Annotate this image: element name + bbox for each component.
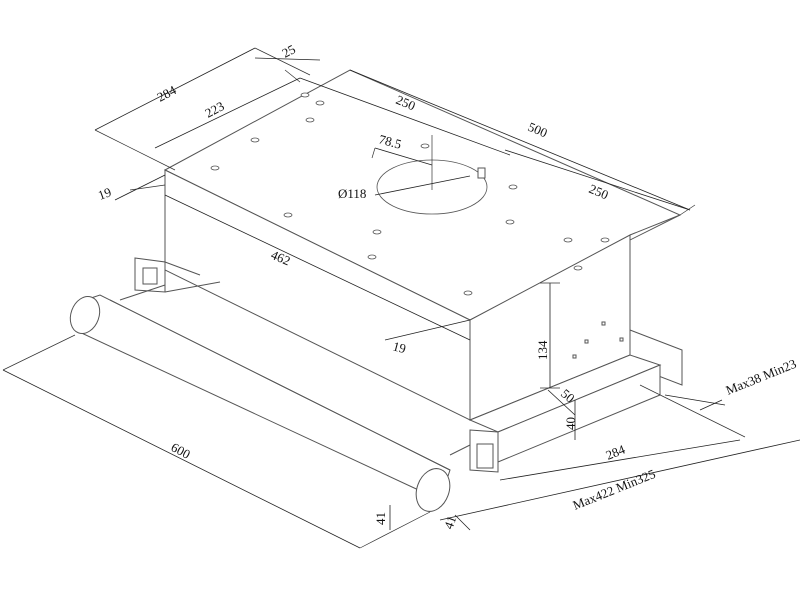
mounting-hole [305, 117, 315, 123]
dim-19-bottom: 19 [391, 338, 407, 356]
dim-134: 134 [535, 340, 550, 360]
mounting-hole [372, 229, 382, 235]
dim-19-left: 19 [96, 184, 113, 203]
mounting-hole [250, 137, 260, 143]
mounting-hole [300, 92, 310, 98]
dim-25: 25 [279, 41, 298, 60]
visor-right-cap [415, 468, 451, 512]
mounting-hole [573, 265, 583, 271]
mounting-holes [210, 92, 610, 296]
duct-clip [477, 167, 486, 179]
control-panel [476, 443, 494, 469]
right-side-bracket [468, 329, 683, 473]
dim-500: 500 [526, 119, 550, 140]
mounting-hole [463, 290, 473, 296]
left-side-bracket [134, 257, 221, 293]
mounting-hole [315, 100, 325, 106]
dim-284-top: 284 [154, 82, 179, 105]
dim-250-right: 250 [587, 181, 611, 202]
dim-diameter-118: Ø118 [338, 186, 366, 201]
dim-284-bottom: 284 [604, 441, 628, 462]
dim-max422-min325: Max422 Min325 [571, 466, 658, 513]
mounting-hole [367, 254, 377, 260]
visor-left-cap [69, 296, 101, 334]
mounting-hole [210, 165, 220, 171]
dimension-lines [2, 47, 800, 549]
mounting-hole [600, 237, 610, 243]
dim-78-5: 78.5 [377, 131, 403, 151]
mounting-hole [283, 212, 293, 218]
dim-40-right: 40 [563, 417, 578, 430]
dim-max38-min23: Max38 Min23 [724, 356, 799, 398]
mounting-hole [508, 184, 518, 190]
slide-out-visor [69, 284, 471, 512]
dim-41-left: 41 [373, 512, 388, 525]
mounting-hole [420, 143, 430, 149]
dim-41-right: 41 [441, 514, 460, 531]
dim-250-top: 250 [394, 92, 418, 113]
dim-600: 600 [169, 439, 193, 461]
mounting-hole [505, 219, 515, 225]
mounting-hole [563, 237, 573, 243]
dim-223: 223 [202, 98, 226, 120]
side-panel-marks [572, 321, 624, 359]
dim-462: 462 [269, 247, 293, 268]
